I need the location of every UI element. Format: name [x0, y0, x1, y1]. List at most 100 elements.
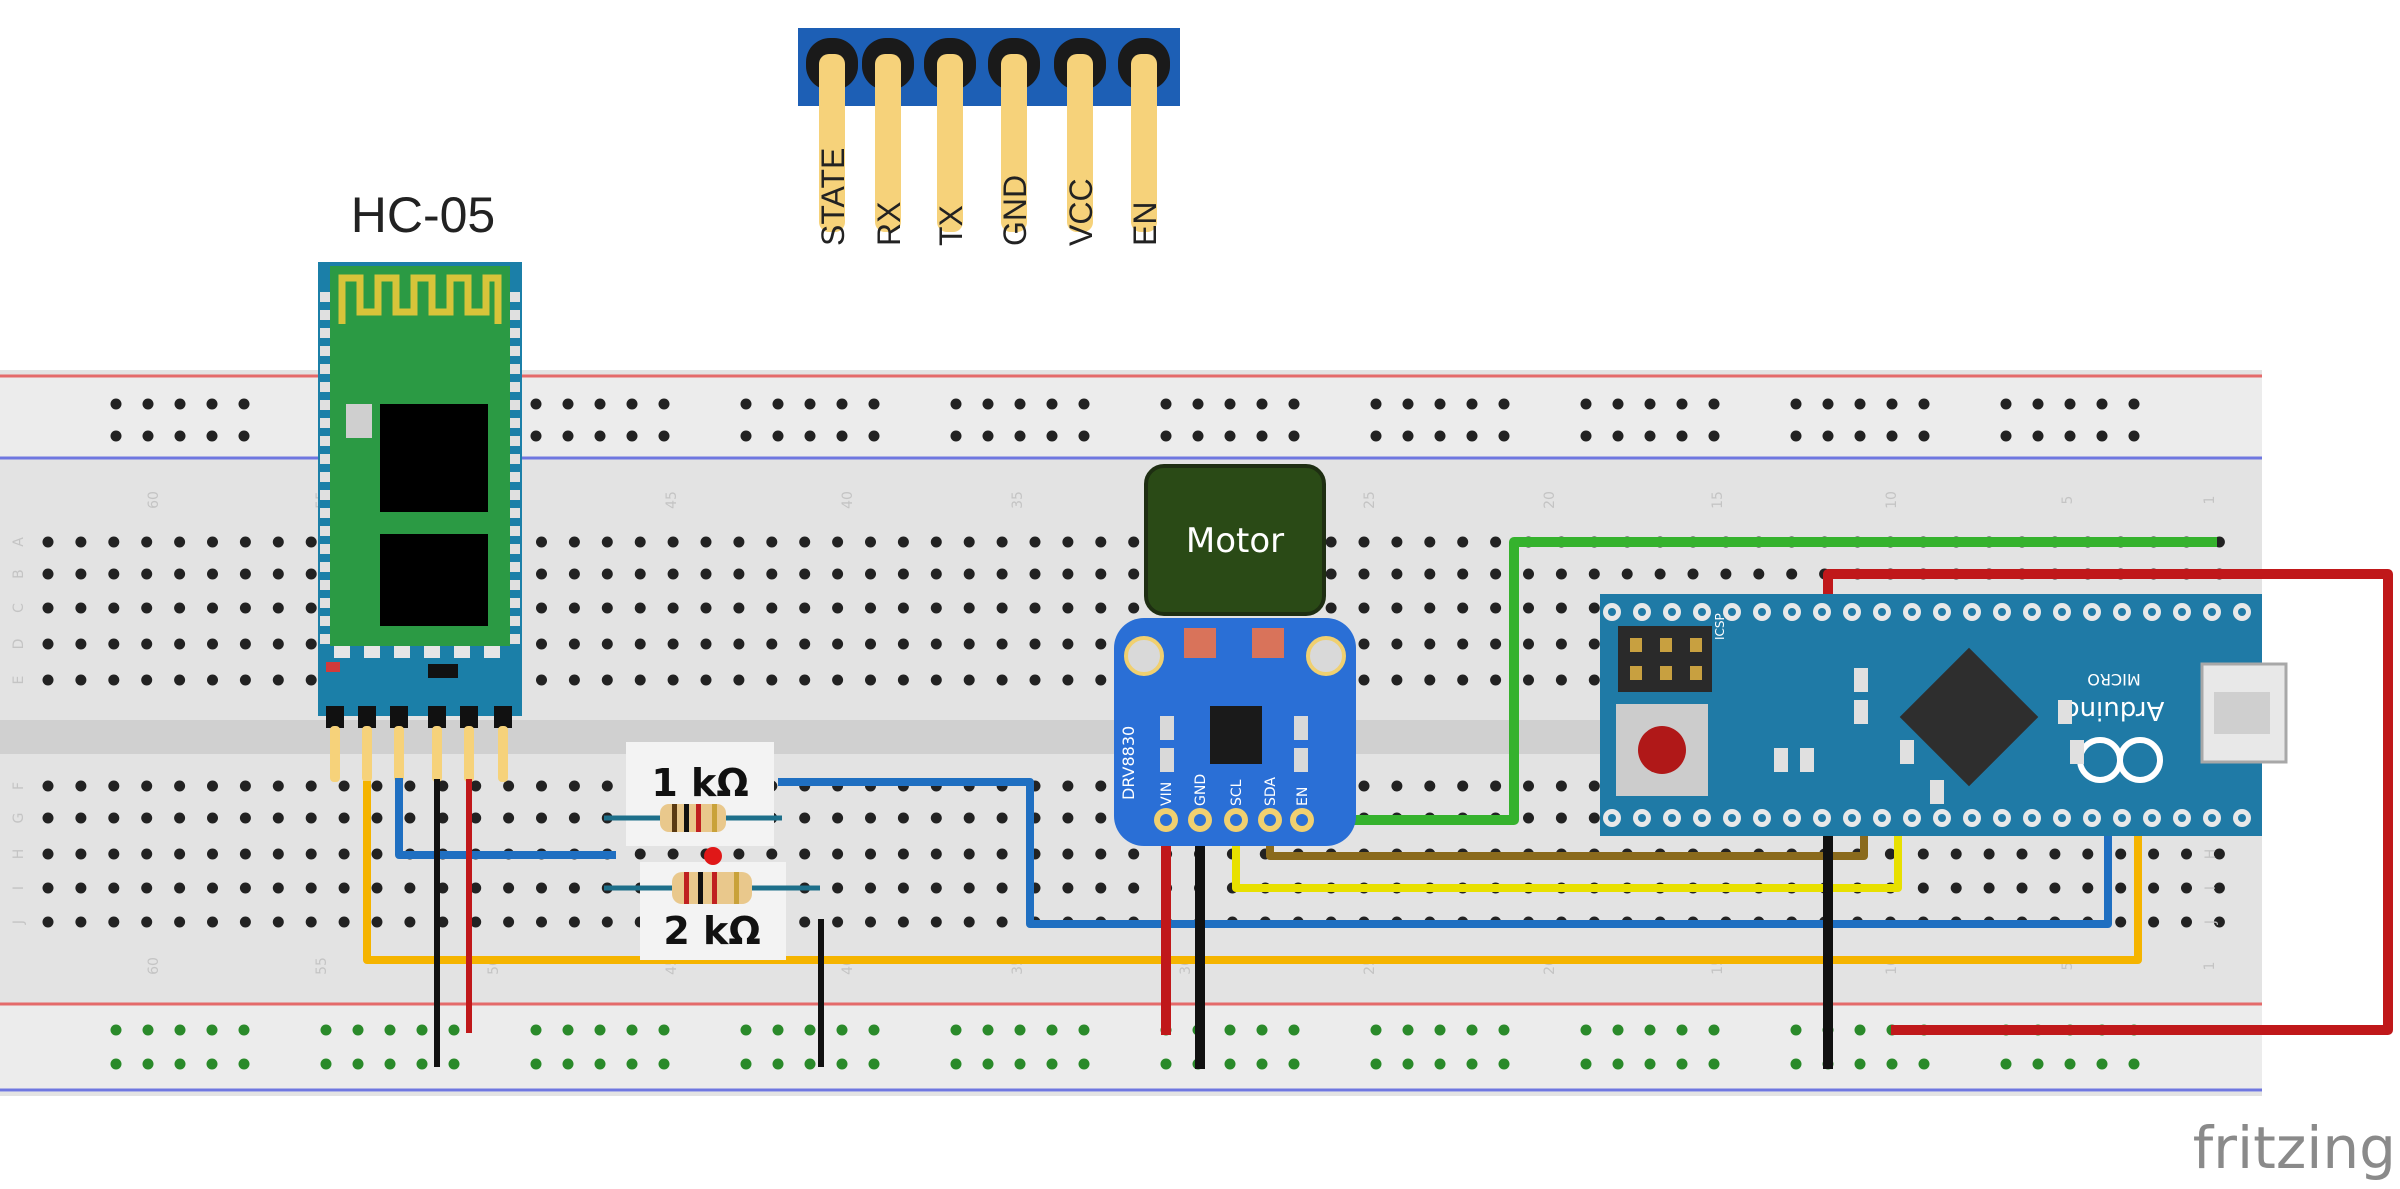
terminal-hole — [930, 916, 942, 928]
rail-hole — [772, 430, 784, 442]
terminal-hole — [2115, 848, 2127, 860]
rail-hole — [1370, 398, 1382, 410]
rail-hole — [2096, 430, 2108, 442]
terminal-hole — [2049, 882, 2061, 894]
row-label: D — [11, 639, 27, 650]
rail-hole — [2032, 398, 2044, 410]
rail-hole — [1466, 1024, 1478, 1036]
rail-hole — [1160, 1058, 1172, 1070]
rail-hole — [1046, 1058, 1058, 1070]
terminal-hole — [2082, 848, 2094, 860]
column-label-top: 5 — [2060, 496, 2076, 505]
rail-hole — [772, 1058, 784, 1070]
rail-hole — [530, 1024, 542, 1036]
rail-hole — [740, 430, 752, 442]
terminal-hole — [1457, 674, 1469, 686]
rail-hole — [1434, 1058, 1446, 1070]
header-pin-label-en: EN — [1127, 202, 1163, 246]
rail-hole — [1790, 1024, 1802, 1036]
rail-hole — [1256, 1024, 1268, 1036]
hc05-pins — [326, 706, 512, 782]
terminal-hole — [470, 916, 482, 928]
terminal-hole — [963, 812, 975, 824]
terminal-hole — [733, 602, 745, 614]
reset-button — [1638, 726, 1686, 774]
terminal-hole — [108, 848, 120, 860]
column-label-top: 40 — [840, 491, 856, 509]
terminal-hole — [601, 916, 613, 928]
header-pin-top — [1067, 54, 1093, 104]
terminal-hole — [930, 638, 942, 650]
arduino-pin-top-hole — [2058, 608, 2066, 616]
rail-hole — [1014, 398, 1026, 410]
terminal-hole — [239, 638, 251, 650]
terminal-hole — [634, 638, 646, 650]
rail-hole — [1014, 1058, 1026, 1070]
icsp-pin — [1660, 666, 1672, 680]
rail-hole — [1498, 1058, 1510, 1070]
terminal-hole — [2181, 882, 2192, 894]
column-label-bottom: 5 — [2060, 962, 2076, 971]
terminal-hole — [207, 812, 218, 824]
arduino-pin-top-hole — [1998, 608, 2006, 616]
arduino-icsp-header — [1618, 626, 1712, 692]
hc05-chip-top — [380, 404, 488, 512]
rail-hole — [1790, 1058, 1802, 1070]
terminal-hole — [2082, 882, 2094, 894]
terminal-hole — [108, 916, 120, 928]
rail-hole — [772, 398, 784, 410]
pad-square — [334, 646, 350, 658]
arduino-pin-bottom-hole — [1788, 814, 1796, 822]
driver-pin-hole — [1194, 814, 1206, 826]
arduino-pin-bottom-hole — [1938, 814, 1946, 822]
castellated-pad — [510, 436, 520, 446]
arduino-pin-bottom-hole — [1698, 814, 1706, 822]
rail-hole — [1078, 430, 1090, 442]
rail-hole — [982, 398, 994, 410]
terminal-hole — [305, 568, 317, 580]
rail-hole — [1580, 398, 1592, 410]
terminal-hole — [963, 536, 975, 548]
column-label-top: 15 — [1710, 491, 1726, 509]
rail-hole — [174, 430, 186, 442]
terminal-hole — [1062, 848, 1074, 860]
terminal-hole — [897, 568, 909, 580]
arduino-pin-top-hole — [2238, 608, 2246, 616]
wire-green-en — [1297, 537, 2217, 825]
terminal-hole — [1523, 568, 1534, 580]
terminal-hole — [108, 882, 120, 894]
terminal-hole — [1457, 536, 1469, 548]
terminal-hole — [338, 780, 350, 792]
terminal-hole — [470, 780, 482, 792]
terminal-hole — [338, 848, 350, 860]
terminal-hole — [897, 812, 909, 824]
terminal-hole — [42, 536, 54, 548]
hc05-crystal — [346, 404, 372, 438]
terminal-hole — [1095, 536, 1107, 548]
terminal-hole — [766, 638, 778, 650]
driver-pin-hole — [1264, 814, 1276, 826]
terminal-hole — [1720, 568, 1732, 580]
terminal-hole — [568, 916, 580, 928]
terminal-hole — [141, 602, 153, 614]
terminal-hole — [1588, 812, 1600, 824]
terminal-hole — [601, 568, 613, 580]
terminal-hole — [897, 536, 909, 548]
rail-hole — [594, 1024, 606, 1036]
terminal-hole — [1029, 568, 1041, 580]
terminal-hole — [42, 812, 54, 824]
terminal-hole — [1062, 536, 1074, 548]
arduino-smd-part — [1930, 780, 1944, 804]
rail-hole — [1644, 1024, 1656, 1036]
terminal-hole — [305, 674, 317, 686]
terminal-hole — [141, 916, 153, 928]
rail-hole — [1498, 1024, 1510, 1036]
terminal-hole — [536, 780, 547, 792]
terminal-hole — [897, 602, 909, 614]
terminal-hole — [108, 780, 120, 792]
terminal-hole — [766, 568, 778, 580]
rail-hole — [562, 1024, 574, 1036]
terminal-hole — [1095, 780, 1107, 792]
terminal-hole — [1555, 602, 1567, 614]
arduino-pin-bottom-hole — [2178, 814, 2186, 822]
